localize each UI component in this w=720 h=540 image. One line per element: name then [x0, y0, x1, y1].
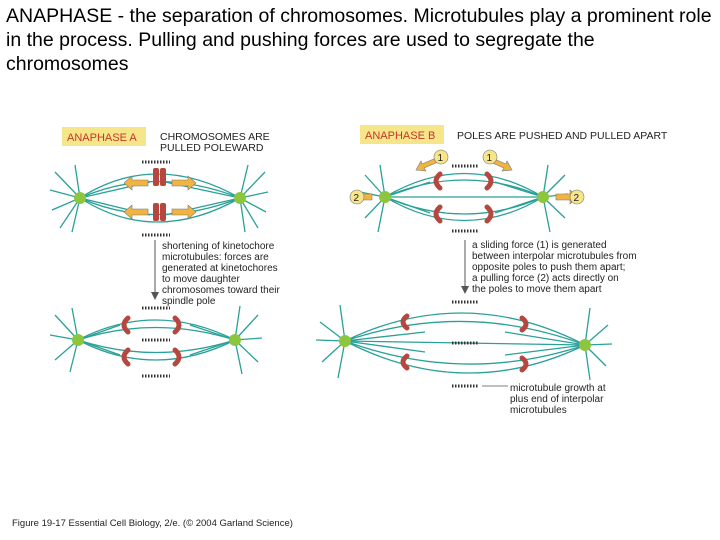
anaphase-b-description-line-5: the poles to move them apart	[472, 284, 602, 295]
anaphase-b-description-line-3: opposite poles to push them apart;	[472, 262, 625, 273]
centrosome	[537, 191, 549, 203]
pull-arrow	[123, 175, 149, 191]
chromosome	[400, 313, 410, 331]
chromosome	[153, 168, 159, 186]
anaphase-a-description-line-6: spindle pole	[162, 296, 216, 307]
anaphase-b-tag: ANAPHASE B	[365, 130, 435, 142]
anaphase-b-description: a sliding force (1) is generated between…	[472, 240, 637, 295]
anaphase-b-spindle-top: 1 1 2 2	[349, 149, 585, 233]
force-1-marker	[482, 149, 498, 165]
force-2-label: 2	[354, 193, 360, 204]
chromosome	[172, 315, 182, 335]
force-2-marker	[349, 189, 365, 205]
chromosome	[433, 171, 443, 191]
anaphase-b-tag-bg	[360, 125, 444, 144]
chromosome	[160, 168, 166, 186]
force-2-label: 2	[574, 193, 580, 204]
centrosome	[234, 192, 246, 204]
anaphase-a-description-line-4: to move daughter	[162, 274, 240, 285]
chromosome	[400, 353, 410, 371]
centrosome	[579, 339, 591, 351]
anaphase-b-heading: POLES ARE PUSHED AND PULLED APART	[457, 130, 668, 142]
chromosome	[519, 355, 529, 373]
pull-arrow	[171, 204, 197, 220]
anaphase-b-description-line-1: a sliding force (1) is generated	[472, 240, 607, 251]
anaphase-a-heading-line-2: PULLED POLEWARD	[160, 142, 264, 154]
chromosome	[433, 204, 443, 224]
slide-title: ANAPHASE - the separation of chromosomes…	[6, 5, 712, 75]
pull-arrow	[123, 204, 149, 220]
centrosome	[72, 334, 84, 346]
chromosome	[172, 347, 182, 367]
pull-arrow	[171, 175, 197, 191]
anaphase-a-description-line-3: generated at kinetochores	[162, 263, 278, 274]
growth-label-line-2: plus end of interpolar	[510, 394, 604, 405]
chromosome	[160, 203, 166, 221]
anaphase-a-spindle-top	[49, 160, 269, 237]
chromosome	[153, 203, 159, 221]
chromosome	[519, 315, 529, 333]
force-2-marker	[569, 189, 585, 205]
growth-label-line-1: microtubule growth at	[510, 383, 606, 394]
anaphase-a-description-line-1: shortening of kinetochore	[162, 241, 275, 252]
anaphase-a-description-line-5: chromosomes toward their	[162, 285, 280, 296]
centrosome	[339, 335, 351, 347]
centrosome	[379, 191, 391, 203]
force-1-label: 1	[438, 153, 444, 164]
anaphase-b-description-line-2: between interpolar microtubules from	[472, 251, 637, 262]
anaphase-a-description-line-2: microtubules: forces are	[162, 252, 269, 263]
chromosome	[484, 171, 494, 191]
anaphase-b-spindle-bottom	[315, 300, 613, 388]
anaphase-a-tag: ANAPHASE A	[67, 132, 137, 144]
centrosome	[74, 192, 86, 204]
push-arrow	[415, 157, 439, 172]
chromosome	[121, 315, 131, 335]
anaphase-a-tag-bg	[62, 127, 146, 146]
figure-caption: Figure 19-17 Essential Cell Biology, 2/e…	[12, 518, 293, 529]
anaphase-a-spindle-bottom	[49, 305, 263, 378]
force-1-marker	[433, 149, 449, 165]
anaphase-a-heading-line-1: CHROMOSOMES ARE	[160, 131, 270, 143]
anaphase-a-description: shortening of kinetochore microtubules: …	[162, 241, 280, 307]
centrosome	[229, 334, 241, 346]
force-1-label: 1	[487, 153, 493, 164]
chromosome	[121, 347, 131, 367]
growth-label-line-3: microtubules	[510, 405, 567, 416]
chromosome	[484, 204, 494, 224]
anaphase-b-description-line-4: a pulling force (2) acts directly on	[472, 273, 619, 284]
